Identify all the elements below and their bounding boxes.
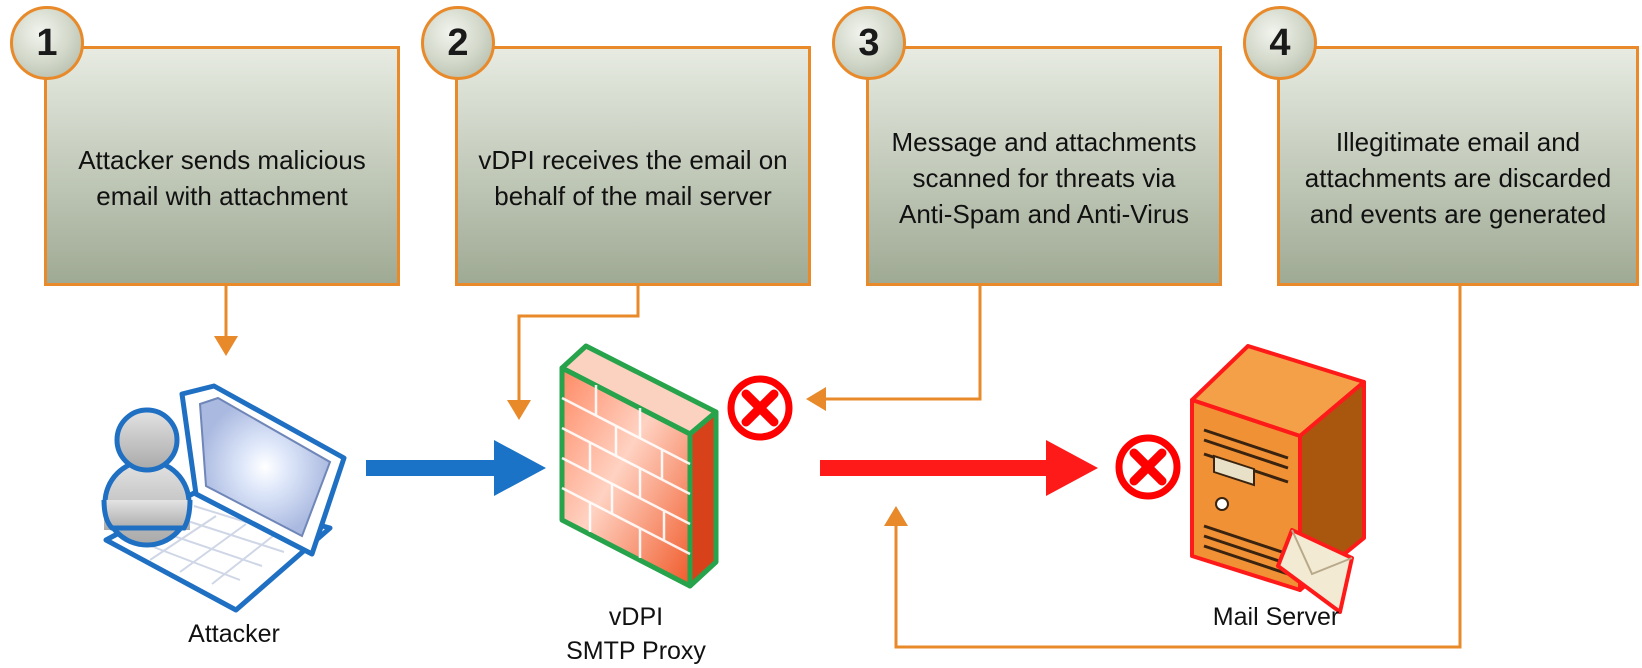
proxy-label-line2: SMTP Proxy (566, 637, 706, 665)
step-3-text: Message and attachments scanned for thre… (891, 127, 1197, 229)
blocked-arrow (820, 440, 1098, 496)
proxy-label-line1: vDPI (608, 603, 664, 631)
step-4-badge: 4 (1243, 6, 1317, 80)
connector-step1 (214, 286, 238, 356)
server-email-icon (1190, 344, 1366, 614)
connector-step3 (806, 286, 982, 411)
step-4-box: Illegitimate email and attachments are d… (1277, 46, 1639, 286)
step-1-text: Attacker sends malicious email with atta… (78, 145, 366, 211)
mail-server-label: Mail Server (1212, 603, 1340, 631)
step-2-text: vDPI receives the email on behalf of the… (478, 145, 788, 211)
step-1-badge: 1 (10, 6, 84, 80)
step-1-box: Attacker sends malicious email with atta… (44, 46, 400, 286)
x-circle-icon (727, 375, 793, 441)
firewall-icon (559, 343, 719, 589)
step-3-badge: 3 (832, 6, 906, 80)
attacker-label: Attacker (188, 620, 280, 648)
connector-step2 (507, 286, 640, 420)
step-2-badge: 2 (421, 6, 495, 80)
step-2-box: vDPI receives the email on behalf of the… (455, 46, 811, 286)
step-4-text: Illegitimate email and attachments are d… (1304, 127, 1612, 229)
step-3-box: Message and attachments scanned for thre… (866, 46, 1222, 286)
laptop-user-icon (101, 383, 347, 613)
send-arrow (366, 440, 546, 496)
connector-step4 (884, 286, 1462, 649)
x-circle-icon (1115, 434, 1181, 500)
